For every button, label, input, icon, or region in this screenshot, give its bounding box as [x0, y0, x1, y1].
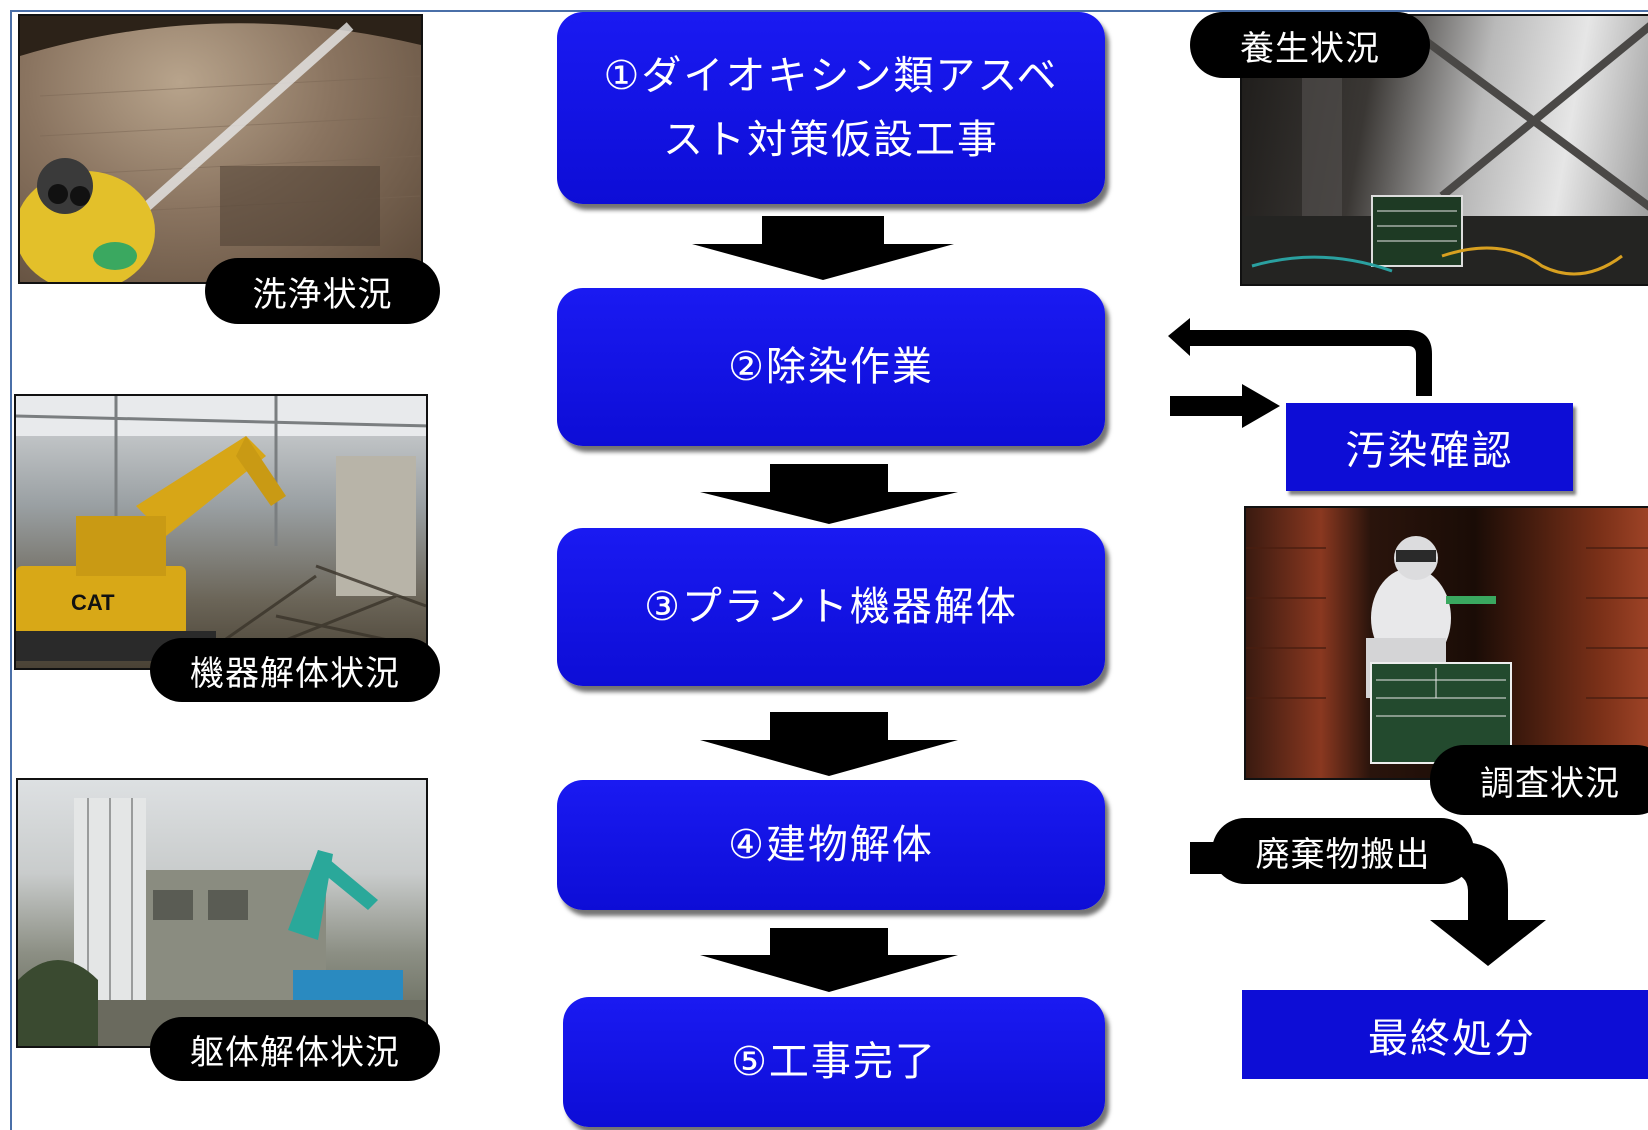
machine-demolition-photo: CAT — [14, 394, 428, 670]
machine-demolition-caption: 機器解体状況 — [150, 638, 440, 702]
step-4-building-demolition: ④建物解体 — [557, 780, 1105, 910]
step-3-plant-demolition: ③プラント機器解体 — [557, 528, 1105, 686]
down-arrow-1 — [692, 216, 954, 280]
contamination-check-box: 汚染確認 — [1286, 403, 1573, 491]
curing-photo — [1240, 14, 1648, 286]
return-arrow — [1168, 318, 1432, 396]
washing-caption: 洗浄状況 — [205, 258, 440, 324]
washing-photo — [18, 14, 423, 284]
down-arrow-3 — [700, 712, 958, 776]
body-demolition-caption: 躯体解体状況 — [150, 1017, 440, 1081]
step-2-decontamination: ②除染作業 — [557, 288, 1105, 446]
final-disposal-box: 最終処分 — [1242, 990, 1648, 1079]
survey-caption: 調査状況 — [1430, 745, 1648, 815]
waste-removal-caption: 廃棄物搬出 — [1212, 818, 1474, 884]
body-demolition-photo — [16, 778, 428, 1048]
step-1-temporary-works: ①ダイオキシン類アスベスト対策仮設工事 — [557, 12, 1105, 204]
diagram-frame — [10, 10, 1648, 1130]
forward-arrow — [1170, 384, 1280, 428]
down-arrow-2 — [700, 464, 958, 524]
down-arrow-4 — [700, 928, 958, 992]
curing-caption: 養生状況 — [1190, 12, 1430, 78]
svg-text:CAT: CAT — [71, 590, 115, 615]
step-5-completion: ⑤工事完了 — [563, 997, 1105, 1127]
